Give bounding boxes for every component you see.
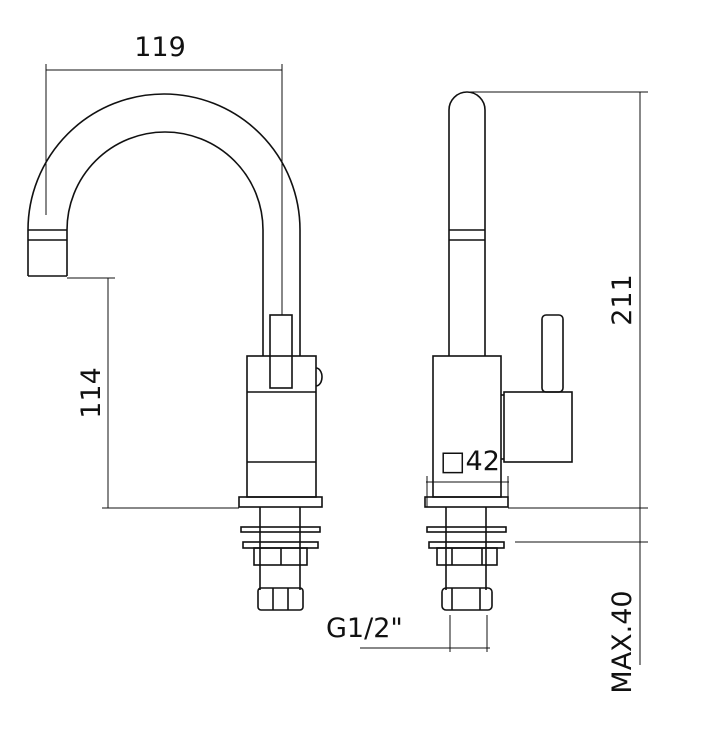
dimension-lines [45,64,648,665]
nut [436,547,498,566]
dimension-114: 114 [76,367,107,419]
connector-nut [441,587,493,611]
dimension-211: 211 [607,274,638,326]
dimension-119: 119 [134,32,186,63]
handle-lever [269,314,293,389]
connector-nut [257,587,304,611]
dimension-square-42: □42 [440,446,500,477]
handle-lever [541,314,564,393]
handle-block [503,391,573,463]
side-view-faucet [27,93,323,611]
flange [424,496,509,508]
front-view-faucet [424,91,573,611]
body [246,355,317,498]
spout-pipe [448,91,486,356]
flange [238,496,323,508]
dimension-g12: G1/2" [326,613,403,644]
dimension-max40: MAX.40 [607,590,638,693]
spout-inner [66,131,264,356]
spout-outer [27,93,301,356]
